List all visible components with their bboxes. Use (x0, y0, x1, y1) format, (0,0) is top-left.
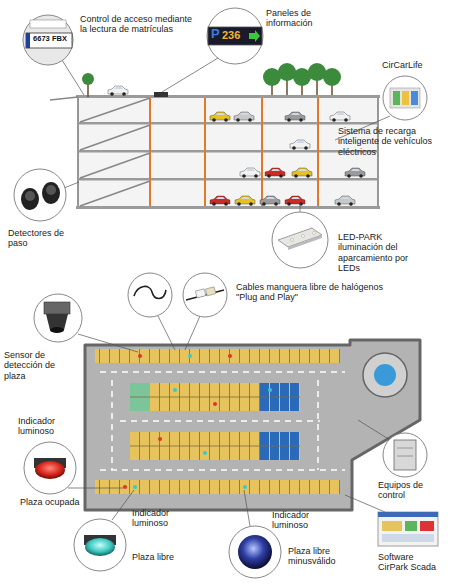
floor-plan (85, 340, 420, 510)
leader-lines (68, 316, 390, 526)
callout-label: Indicador luminoso (18, 416, 78, 437)
panel-callout (207, 8, 263, 64)
indicator-callouts (24, 442, 281, 578)
control-callout (383, 433, 427, 477)
charger-callout (383, 76, 427, 120)
callout-label: Cables manguera libre de halógenos "Plug… (236, 282, 386, 303)
callout-label: Indicador luminoso (132, 508, 192, 529)
software-screenshot (378, 512, 438, 546)
led-callout (272, 212, 328, 268)
callout-label: LED-PARK iluminación del aparcamiento po… (338, 232, 418, 273)
callout-label: Plaza libre (132, 552, 192, 562)
callout-label: Sistema de recarga inteligente de vehícu… (338, 126, 443, 157)
callout-label: Paneles de información (266, 8, 336, 29)
callout-label: Indicador luminoso (272, 510, 332, 531)
sensor-callout (34, 294, 82, 342)
cable-callout (128, 273, 227, 317)
panel-number: 236 (222, 29, 250, 42)
callout-label: Detectores de paso (8, 228, 78, 249)
callout-label: Software CirPark Scada (378, 552, 444, 573)
callout-label: Sensor de detección de plaza (4, 350, 76, 381)
callout-label: Plaza ocupada (20, 497, 82, 507)
callout-label: CirCarLife (382, 60, 444, 70)
callout-label: Control de acceso mediante la lectura de… (80, 14, 195, 35)
callout-label: Equipos de control (378, 480, 440, 501)
parking-building (50, 63, 380, 209)
panel-letter: P (211, 27, 223, 42)
callout-label: Plaza libre minusválido (288, 546, 368, 567)
plate-callout (23, 15, 73, 65)
plate-text: 6673 FBX (28, 35, 72, 44)
detector-callout (14, 169, 66, 221)
